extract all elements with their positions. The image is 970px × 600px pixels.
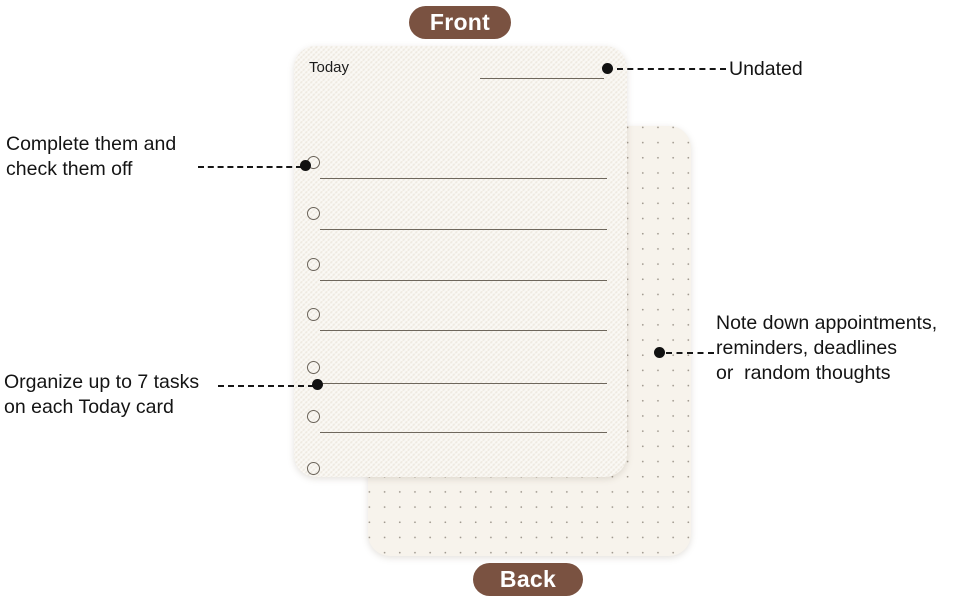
back-label-badge: Back (473, 563, 583, 596)
task-row[interactable] (294, 156, 627, 198)
task-checkbox[interactable] (307, 258, 320, 271)
leader-line-note (666, 352, 714, 354)
task-write-in-line[interactable] (320, 280, 607, 281)
task-checkbox[interactable] (307, 361, 320, 374)
task-checkbox[interactable] (307, 207, 320, 220)
leader-line-organize (218, 385, 314, 387)
task-checkbox[interactable] (307, 308, 320, 321)
leader-dot-complete (300, 160, 311, 171)
task-row[interactable] (294, 258, 627, 300)
leader-dot-organize (312, 379, 323, 390)
task-checkbox[interactable] (307, 462, 320, 475)
annotation-note-down: Note down appointments, reminders, deadl… (716, 312, 938, 384)
annotation-complete-them: Complete them and check them off (6, 133, 177, 180)
date-write-in-line[interactable] (480, 78, 604, 79)
task-row[interactable] (294, 361, 627, 403)
task-write-in-line[interactable] (320, 178, 607, 179)
task-write-in-line[interactable] (320, 330, 607, 331)
task-checkbox[interactable] (307, 410, 320, 423)
annotation-organize-tasks: Organize up to 7 tasks on each Today car… (4, 371, 200, 418)
front-label-badge: Front (409, 6, 511, 39)
task-write-in-line[interactable] (320, 229, 607, 230)
task-row[interactable] (294, 308, 627, 350)
task-write-in-line[interactable] (320, 383, 607, 384)
today-title: Today (309, 59, 350, 76)
front-card[interactable]: Today (294, 46, 627, 477)
task-row[interactable] (294, 410, 627, 452)
annotation-undated: Undated (729, 58, 803, 80)
task-row[interactable] (294, 207, 627, 249)
task-row[interactable] (294, 462, 627, 477)
leader-dot-note (654, 347, 665, 358)
task-write-in-line[interactable] (320, 432, 607, 433)
leader-line-undated (617, 68, 726, 70)
leader-dot-undated (602, 63, 613, 74)
leader-line-complete (198, 166, 302, 168)
